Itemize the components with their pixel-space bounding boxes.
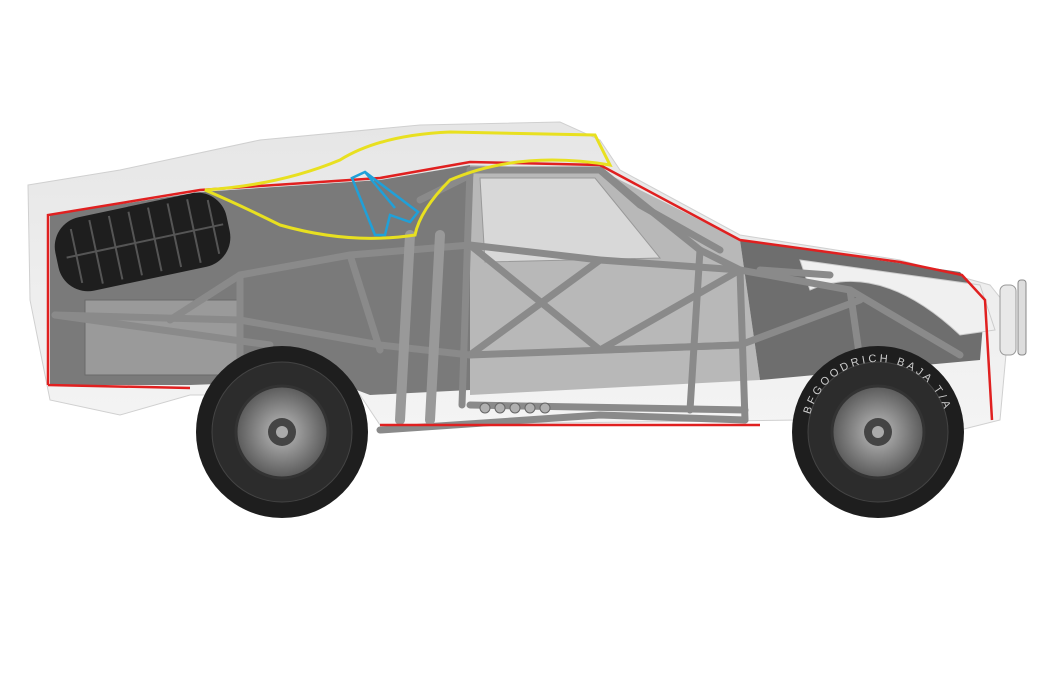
cab-outline-yellow <box>204 130 613 240</box>
window <box>479 177 662 263</box>
body-outline-red <box>46 160 994 427</box>
front-bumper <box>999 284 1017 356</box>
floor-holes <box>479 402 551 414</box>
rear-wheel <box>196 346 368 518</box>
shocks <box>395 230 445 425</box>
spare-tire <box>54 192 231 292</box>
shock-outline-blue <box>350 170 420 237</box>
light-bar <box>1017 279 1027 356</box>
front-wheel: BFGOODRICH BAJA T/A <box>792 346 964 518</box>
